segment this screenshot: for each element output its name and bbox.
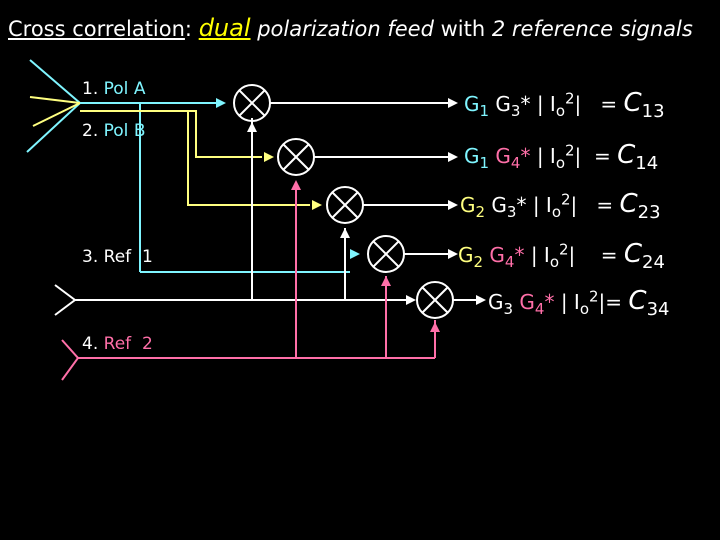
output-equation-c13: G1 G3* | Io2| = C13 <box>464 88 665 122</box>
input-label-pol-b: 2. Pol B <box>82 121 145 141</box>
output-equation-c34: G3 G4* | Io2|= C34 <box>488 286 669 320</box>
dual-pol-feed-antenna <box>26 59 81 153</box>
intensity-term: | I <box>532 193 552 217</box>
g-sub: 1 <box>479 154 490 172</box>
g-term: G <box>458 243 474 267</box>
output-lines <box>270 102 478 301</box>
bar: | <box>568 243 576 267</box>
output-equation-c23: G2 G3* | Io2| = C23 <box>460 189 661 223</box>
input-num: 1. <box>82 79 99 99</box>
title-part2: with <box>440 17 486 41</box>
input-name: Ref 2 <box>103 334 153 354</box>
c-sub: 14 <box>635 153 659 175</box>
multiplier-c34 <box>416 281 454 319</box>
input-name: Pol B <box>103 121 146 141</box>
io-sub: o <box>579 300 589 318</box>
conjugate-star: * <box>544 290 555 314</box>
intensity-term: | I <box>536 92 556 116</box>
input-num: 2. <box>82 121 99 141</box>
arrowheads <box>216 98 440 332</box>
g-term: G <box>460 193 476 217</box>
multiplier-c14 <box>277 138 315 176</box>
g-sub: 4 <box>504 253 515 271</box>
io-sup: 2 <box>589 287 599 306</box>
intensity-term: | I <box>536 144 556 168</box>
input-name: Pol A <box>103 79 146 99</box>
input-name: Ref 1 <box>103 247 153 267</box>
io-sup: 2 <box>565 89 575 108</box>
g-term: G <box>488 290 504 314</box>
c-sub: 13 <box>641 101 665 123</box>
io-sub: o <box>555 102 565 120</box>
io-sup: 2 <box>561 190 571 209</box>
c-sub: 34 <box>646 299 670 321</box>
input-label-ref-1: 3. Ref 1 <box>82 247 153 267</box>
g-sub: 3 <box>510 102 521 120</box>
io-sub: o <box>551 203 561 221</box>
multiplier-c13 <box>233 84 271 122</box>
slide-title: Cross correlation: dual polarization fee… <box>8 14 693 43</box>
input-num: 3. <box>82 247 99 267</box>
io-sup: 2 <box>559 240 569 259</box>
g-sub: 3 <box>503 300 514 318</box>
g-sub: 2 <box>475 203 486 221</box>
bar: | <box>598 290 606 314</box>
c-sub: 24 <box>642 252 665 274</box>
conjugate-star: * <box>516 193 527 217</box>
input-label-ref-2: 4. Ref 2 <box>82 334 153 354</box>
c-term: C <box>623 239 643 269</box>
io-sub: o <box>549 253 559 271</box>
title-prefix: Cross correlation <box>8 17 185 41</box>
g-term: G <box>489 243 505 267</box>
pol-a-signal-line <box>80 102 350 273</box>
intensity-term: | I <box>530 243 550 267</box>
title-colon: : <box>184 17 192 41</box>
equals: = <box>600 243 618 267</box>
c-term: C <box>628 286 647 316</box>
g-term: G <box>519 290 535 314</box>
g-term: G <box>464 144 480 168</box>
conjugate-star: * <box>520 92 531 116</box>
g-sub: 1 <box>479 102 490 120</box>
c-term: C <box>617 140 636 170</box>
equals: = <box>596 193 614 217</box>
c-term: C <box>623 88 642 118</box>
c-sub: 23 <box>637 202 661 224</box>
io-sup: 2 <box>565 141 575 160</box>
ref-2-signal-line <box>61 183 436 381</box>
equals: = <box>594 144 611 168</box>
io-sub: o <box>555 154 565 172</box>
equals: = <box>600 92 618 116</box>
g-term: G <box>491 193 507 217</box>
g-sub: 4 <box>534 300 545 318</box>
equals: = <box>605 290 623 314</box>
output-arrowheads <box>448 98 486 305</box>
ref-1-signal-line <box>54 118 412 316</box>
output-equation-c24: G2 G4* | Io2| = C24 <box>458 239 665 273</box>
pol-b-signal-line <box>80 110 310 206</box>
title-part1: polarization feed <box>257 17 434 41</box>
g-sub: 2 <box>473 253 484 271</box>
title-part3: 2 reference signals <box>491 17 693 41</box>
bar: | <box>574 92 582 116</box>
g-term: G <box>464 92 480 116</box>
intensity-term: | I <box>560 290 580 314</box>
conjugate-star: * <box>520 144 531 168</box>
bar: | <box>570 193 578 217</box>
g-sub: 3 <box>506 203 517 221</box>
multiplier-c23 <box>326 186 364 224</box>
output-equation-c14: G1 G4* | Io2| = C14 <box>464 140 658 174</box>
c-term: C <box>619 189 638 219</box>
g-term: G <box>495 92 511 116</box>
g-term: G <box>495 144 511 168</box>
bar: | <box>574 144 582 168</box>
conjugate-star: * <box>514 243 525 267</box>
multiplier-c24 <box>367 235 405 273</box>
input-num: 4. <box>82 334 99 354</box>
input-label-pol-a: 1. Pol A <box>82 79 145 99</box>
g-sub: 4 <box>510 154 521 172</box>
title-dual: dual <box>198 14 251 42</box>
